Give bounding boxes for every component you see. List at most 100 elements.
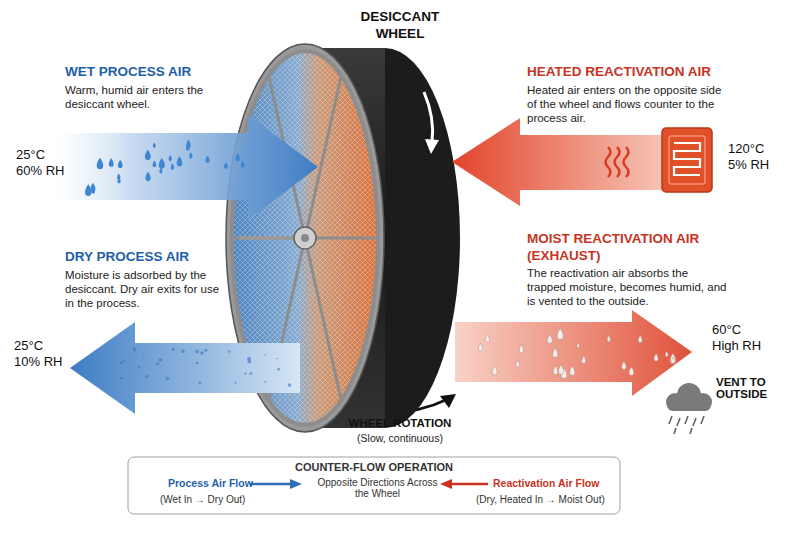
vent-label: VENT TO OUTSIDE — [716, 376, 778, 400]
legend-sample-reactivation-head — [440, 479, 452, 489]
dry-air-particle — [228, 350, 231, 353]
moisture-droplet — [671, 357, 674, 363]
rotation-direction-arrow — [424, 92, 433, 142]
moisture-droplet — [577, 343, 580, 348]
wheel-spoke — [305, 238, 341, 399]
description-text: Moisture is adsorbed by the desiccant. D… — [65, 268, 230, 310]
dry-air-particle — [156, 362, 159, 365]
wet-process-air: WET PROCESS AIR Warm, humid air enters th… — [0, 55, 320, 225]
moisture-droplet — [607, 336, 610, 342]
dry-air-particle — [120, 377, 123, 380]
water-droplet — [235, 154, 239, 162]
section-heading: WET PROCESS AIR — [65, 63, 191, 80]
heat-wave — [606, 147, 611, 177]
heater-shape — [660, 125, 795, 197]
wheel-spoke — [305, 77, 341, 238]
section-heading: MOIST REACTIVATION AIR (EXHAUST) — [527, 230, 747, 264]
water-droplet — [118, 160, 123, 168]
moisture-droplet — [622, 361, 627, 369]
wet-process-air-shape — [0, 55, 320, 225]
water-droplet — [241, 161, 245, 167]
legend-heading: COUNTER-FLOW OPERATION — [128, 461, 620, 473]
moisture-droplet — [485, 334, 489, 342]
water-droplet — [171, 163, 174, 169]
legend-sample-process — [250, 483, 292, 486]
water-droplet — [177, 156, 183, 166]
legend-entry-note: (Wet In → Dry Out) — [160, 494, 245, 505]
moisture-droplet — [654, 354, 658, 361]
legend-box — [128, 457, 620, 514]
dry-air-particle — [145, 375, 148, 378]
heater-panel — [669, 136, 705, 184]
wet-air-arrow — [55, 115, 318, 220]
water-droplet — [205, 155, 209, 162]
dry-air-particle — [195, 362, 198, 365]
dry-air-particle — [195, 350, 199, 354]
heater-box — [662, 128, 712, 192]
dry-air-particle — [172, 348, 175, 351]
dry-air-particle — [143, 354, 145, 356]
moisture-droplet — [629, 367, 634, 375]
heat-wave — [624, 147, 629, 177]
water-droplet — [145, 172, 150, 181]
moisture-droplet — [570, 366, 575, 375]
description-text: Heated air enters on the opposite side o… — [527, 83, 722, 125]
moisture-droplet — [558, 365, 563, 375]
moisture-droplet — [665, 351, 668, 356]
moisture-droplet — [547, 334, 552, 343]
wheel-lip — [226, 44, 384, 432]
dry-air-particle — [247, 360, 251, 364]
heat-wave — [615, 147, 620, 177]
moisture-droplet — [553, 366, 558, 375]
dry-air-particle — [200, 351, 204, 355]
water-droplet — [153, 160, 157, 167]
water-droplet — [224, 162, 228, 169]
moisture-droplet — [582, 356, 586, 363]
water-droplet — [186, 144, 190, 150]
dry-air-particle — [138, 366, 141, 369]
exhaust-air-arrow — [455, 310, 692, 396]
dry-air-particle — [120, 361, 123, 364]
dry-process-air-shape — [0, 240, 320, 420]
dry-air-particle — [165, 377, 169, 381]
rotation-note: (Slow, continuous) — [330, 432, 470, 444]
water-droplet — [117, 177, 120, 183]
dry-air-particle — [249, 372, 252, 375]
dry-air-particle — [181, 349, 185, 353]
moisture-droplet — [478, 343, 482, 351]
moisture-droplet — [553, 348, 558, 357]
rain-lines — [669, 416, 704, 434]
legend-sample-reactivation — [450, 483, 488, 486]
dry-air-arrow — [70, 322, 300, 414]
moisture-droplet — [519, 345, 524, 353]
temperature-reading: 25°C 10% RH — [14, 338, 66, 370]
rain-cloud — [666, 383, 712, 434]
moisture-droplet — [492, 366, 497, 375]
water-droplet — [153, 143, 156, 148]
dry-air-particle — [264, 381, 266, 383]
dry-air-particle — [198, 381, 201, 384]
dry-air-particle — [234, 382, 236, 384]
temperature-reading: 60°C High RH — [712, 322, 764, 354]
description-text: Warm, humid air enters the desiccant whe… — [65, 83, 215, 111]
rotation-direction-head — [425, 139, 439, 154]
water-droplet — [159, 158, 165, 169]
legend-entry-note: (Dry, Heated In → Moist Out) — [476, 494, 605, 505]
heater: 120°C 5% RH — [660, 125, 795, 197]
water-droplet — [169, 155, 172, 161]
moisture-droplet — [670, 354, 676, 364]
dry-air-particle — [277, 368, 280, 371]
wheel-hub — [294, 227, 316, 249]
legend-sample-process-head — [290, 479, 302, 489]
description-text: The reactivation air absorbs the trapped… — [527, 266, 727, 308]
legend-note: Opposite Directions Across the Wheel — [315, 477, 440, 499]
dry-air-particle — [133, 350, 135, 352]
water-droplet — [109, 158, 114, 167]
cloud-base — [667, 399, 711, 411]
water-droplet — [145, 150, 151, 160]
dry-process-air: DRY PROCESS AIR Moisture is adsorbed by t… — [0, 240, 320, 420]
section-heading: DRY PROCESS AIR — [65, 248, 189, 265]
rotation-arrow-head — [440, 394, 456, 408]
reactivation-air-arrow — [452, 118, 662, 206]
dry-air-particle — [276, 358, 278, 360]
